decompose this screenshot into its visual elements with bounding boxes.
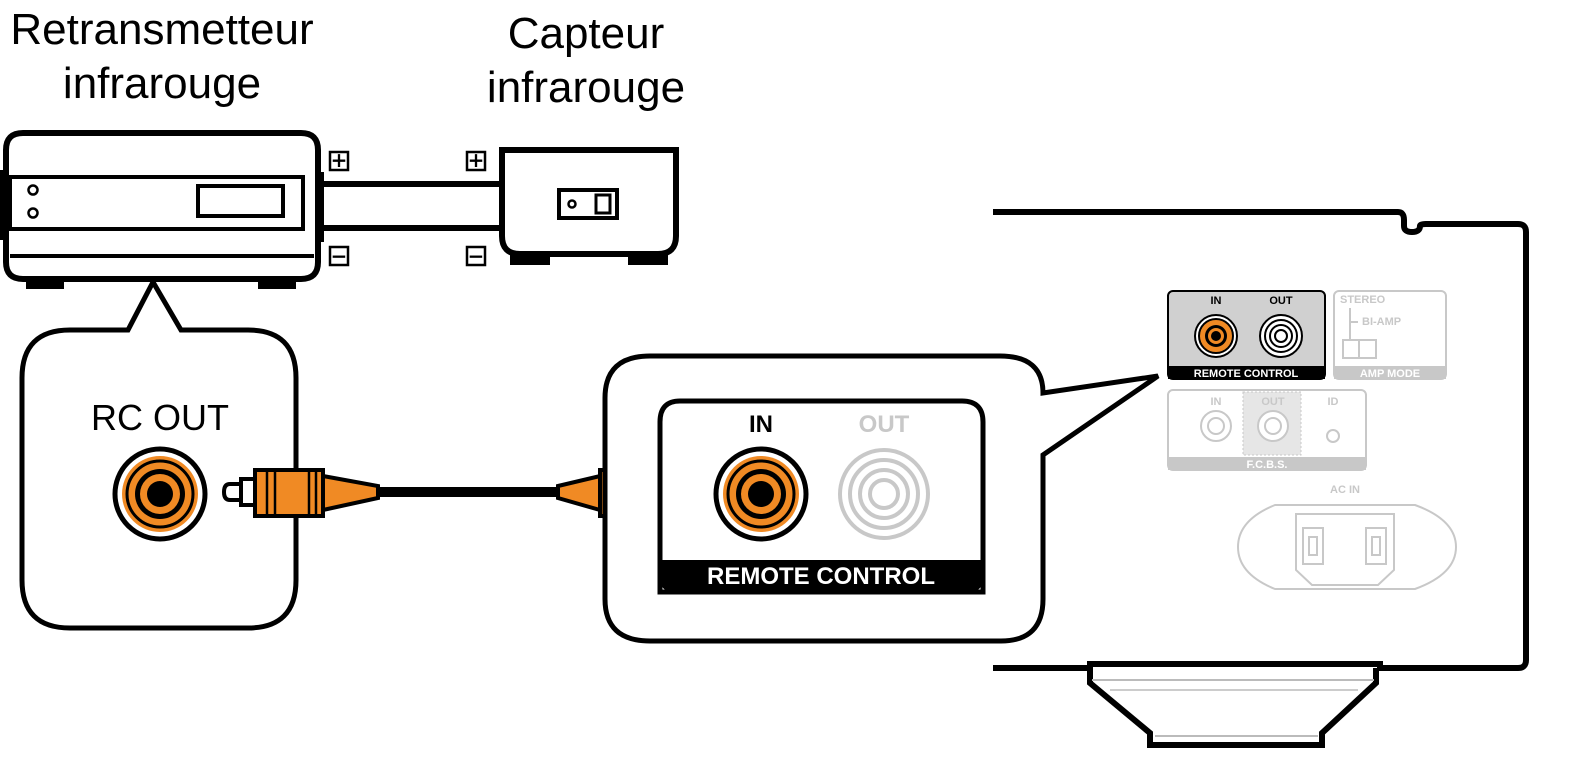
zoom-out-label: OUT bbox=[859, 411, 910, 438]
svg-text:REMOTE CONTROL: REMOTE CONTROL bbox=[1194, 368, 1299, 380]
svg-text:AC IN: AC IN bbox=[1330, 484, 1360, 496]
svg-text:+: + bbox=[468, 148, 485, 172]
svg-text:AMP MODE: AMP MODE bbox=[1360, 368, 1420, 380]
zoom-remote-control-block: IN OUT REMOTE CONTROL bbox=[657, 398, 986, 595]
ir-sensor-title-line1: Capteur bbox=[508, 9, 665, 58]
sensor-wires bbox=[322, 181, 502, 231]
rc-out-label: RC OUT bbox=[91, 397, 229, 438]
back-panel-rc-out-jack bbox=[1259, 314, 1303, 358]
ir-sensor-title-line2: infrarouge bbox=[487, 63, 685, 112]
svg-text:STEREO: STEREO bbox=[1340, 294, 1386, 306]
ac-in-socket: AC IN bbox=[1236, 484, 1458, 590]
rc-out-jack bbox=[112, 446, 208, 542]
repeater-plus-terminal: + bbox=[328, 148, 350, 172]
back-panel-remote-control-block: IN OUT REMOTE CONTROL bbox=[1167, 290, 1326, 380]
svg-text:IN: IN bbox=[1211, 396, 1222, 408]
ir-sensor-device bbox=[499, 147, 679, 265]
zoom-out-jack bbox=[838, 448, 930, 540]
zoom-in-jack bbox=[713, 446, 809, 542]
svg-text:OUT: OUT bbox=[1269, 295, 1293, 307]
repeater-minus-terminal: − bbox=[328, 244, 350, 268]
svg-text:+: + bbox=[331, 148, 348, 172]
svg-text:BI-AMP: BI-AMP bbox=[1362, 316, 1401, 328]
svg-text:F.C.B.S.: F.C.B.S. bbox=[1247, 459, 1288, 471]
ir-repeater-device bbox=[0, 130, 324, 289]
zoom-remote-control-label: REMOTE CONTROL bbox=[707, 563, 935, 590]
receiver-back-panel bbox=[993, 209, 1529, 748]
sensor-minus-terminal: − bbox=[465, 244, 487, 268]
ir-repeater-title-line1: Retransmetteur bbox=[10, 5, 313, 54]
ir-repeater-title-line2: infrarouge bbox=[63, 59, 261, 108]
amp-mode-block: STEREO BI-AMP AMP MODE bbox=[1333, 290, 1447, 380]
svg-text:IN: IN bbox=[1211, 295, 1222, 307]
svg-text:OUT: OUT bbox=[1261, 396, 1285, 408]
back-panel-rc-in-jack bbox=[1194, 314, 1238, 358]
sensor-plus-terminal: + bbox=[465, 148, 487, 172]
svg-text:ID: ID bbox=[1328, 396, 1339, 408]
svg-text:−: − bbox=[468, 244, 485, 268]
svg-text:−: − bbox=[331, 244, 348, 268]
zoom-in-label: IN bbox=[749, 411, 773, 438]
fcbs-block: IN OUT ID F.C.B.S. bbox=[1167, 389, 1367, 471]
rca-plug-left bbox=[221, 468, 380, 518]
